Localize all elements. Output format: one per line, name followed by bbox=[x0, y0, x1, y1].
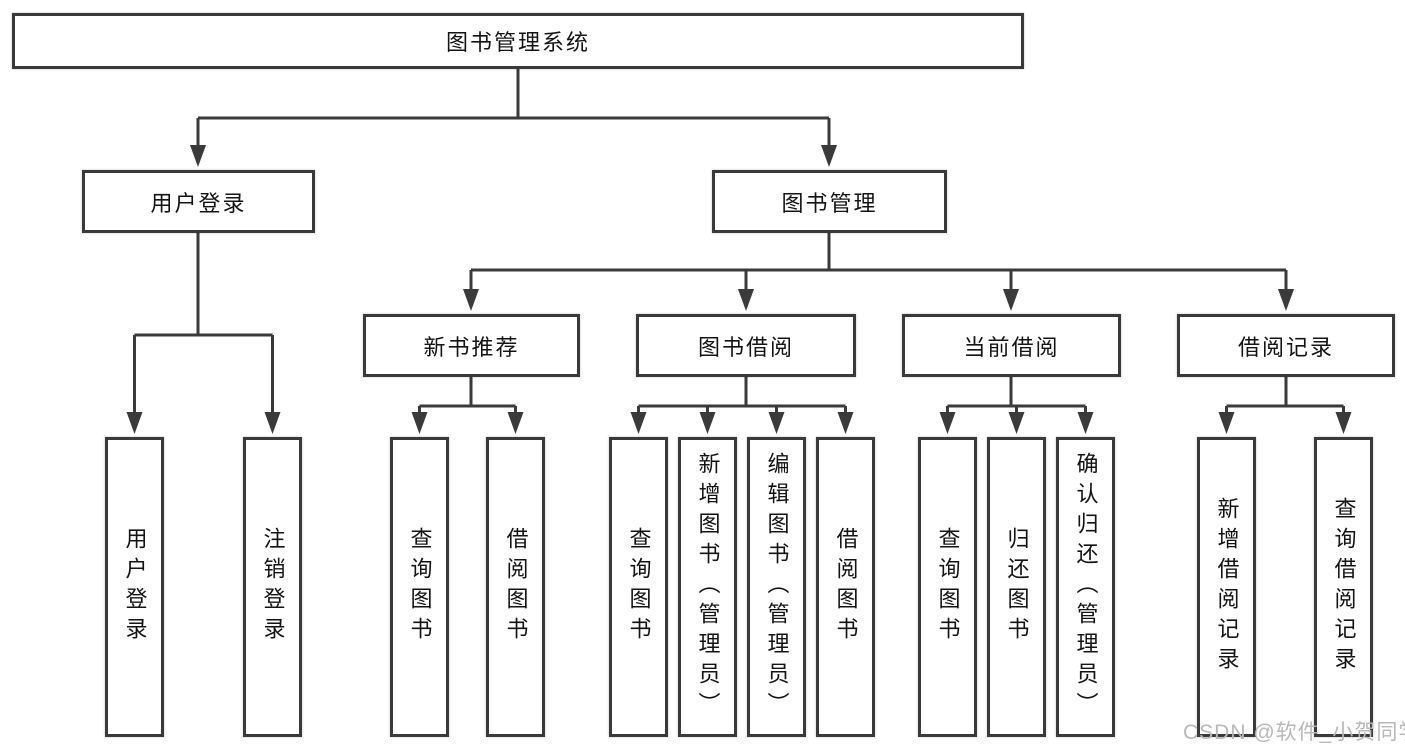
csdn-watermark: CSDN @软件_小贺同学 bbox=[1183, 721, 1405, 744]
leaf-borrow-add-book-admin: 新增图书（管理员） bbox=[678, 437, 737, 737]
leaf-label: 注销登录 bbox=[260, 527, 286, 647]
leaf-user-login: 用户登录 bbox=[105, 437, 164, 737]
arrowhead-icons bbox=[126, 145, 1352, 434]
node-book-management: 图书管理 bbox=[712, 170, 947, 233]
leaf-borrow-edit-book-admin: 编辑图书（管理员） bbox=[747, 437, 806, 737]
node-current-borrow: 当前借阅 bbox=[902, 314, 1121, 377]
leaf-current-confirm-return-admin: 确认归还（管理员） bbox=[1056, 437, 1115, 737]
leaf-label: 借阅图书 bbox=[503, 527, 529, 647]
node-root-system: 图书管理系统 bbox=[12, 13, 1024, 69]
leaf-newbook-borrow-book: 借阅图书 bbox=[486, 437, 545, 737]
leaf-label: 归还图书 bbox=[1004, 527, 1030, 647]
node-book-borrow: 图书借阅 bbox=[636, 314, 856, 377]
leaf-label: 借阅图书 bbox=[833, 527, 859, 647]
leaf-logout: 注销登录 bbox=[243, 437, 302, 737]
leaf-label: 查询图书 bbox=[935, 527, 961, 647]
node-new-book-recommend: 新书推荐 bbox=[363, 314, 580, 377]
node-user-login: 用户登录 bbox=[82, 170, 315, 233]
leaf-records-add-record: 新增借阅记录 bbox=[1197, 437, 1256, 737]
leaf-label: 查询图书 bbox=[407, 527, 433, 647]
leaf-label: 新增借阅记录 bbox=[1214, 497, 1240, 677]
leaf-label: 编辑图书（管理员） bbox=[764, 452, 790, 722]
node-borrow-records: 借阅记录 bbox=[1177, 314, 1395, 377]
leaf-label: 新增图书（管理员） bbox=[695, 452, 721, 722]
leaf-borrow-borrow-book: 借阅图书 bbox=[816, 437, 875, 737]
leaf-label: 查询借阅记录 bbox=[1331, 497, 1357, 677]
leaf-label: 用户登录 bbox=[122, 527, 148, 647]
leaf-records-query-record: 查询借阅记录 bbox=[1314, 437, 1373, 737]
leaf-borrow-query-book: 查询图书 bbox=[609, 437, 668, 737]
leaf-label: 查询图书 bbox=[626, 527, 652, 647]
leaf-current-query-book: 查询图书 bbox=[918, 437, 977, 737]
leaf-current-return-book: 归还图书 bbox=[987, 437, 1046, 737]
leaf-newbook-query-book: 查询图书 bbox=[390, 437, 449, 737]
leaf-label: 确认归还（管理员） bbox=[1073, 452, 1099, 722]
